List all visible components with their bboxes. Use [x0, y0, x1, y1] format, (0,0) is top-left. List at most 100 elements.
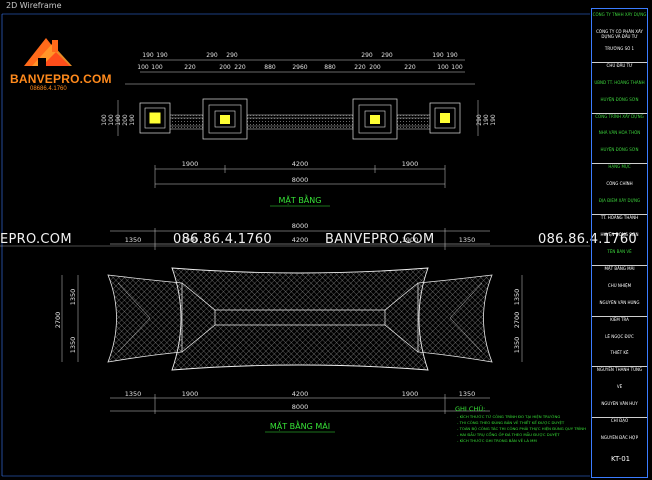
plan-right-dim-2: 190: [490, 114, 497, 126]
roof-left-dim-0: 1350: [69, 289, 77, 306]
title-block-cell: CHỈ ĐẠO: [610, 418, 629, 424]
plan-left-dim-3: 200: [122, 114, 129, 126]
note-line: - KÍCH THƯỚC GHI TRONG BẢN VẼ LÀ MM: [457, 438, 537, 443]
roof-title: MẶT BẰNG MÁI: [270, 419, 330, 432]
plan-top-dim-r1-2: 290: [206, 52, 218, 59]
title-block-cell: CHỦ ĐẦU TƯ: [606, 62, 633, 68]
plan-left-dim-1: 100: [108, 114, 115, 126]
viewport-label[interactable]: 2D Wireframe: [6, 1, 62, 10]
title-block-divider: [592, 112, 647, 114]
roof-bottom-dim-2: 4200: [292, 390, 309, 398]
title-block-cell: HUYỆN ĐÔNG SƠN: [600, 96, 639, 102]
plan-bottom-total: 8000: [292, 176, 309, 184]
title-block-cell: CÔNG TRÌNH XÂY DỰNG: [595, 113, 644, 119]
plan-top-dim-r1-3: 290: [226, 52, 238, 59]
watermark-text: EPRO.COM: [0, 232, 72, 247]
title-block-cell: CHỦ NHIỆM: [607, 282, 632, 288]
roof-right-dim-1: 2700: [513, 312, 521, 329]
title-block-divider: [592, 366, 647, 368]
plan-top-dim-r2-12: 100: [451, 64, 463, 71]
plan-top-dim-r2-11: 100: [437, 64, 449, 71]
title-block-cell: ĐỊA ĐIỂM XÂY DỰNG: [598, 198, 641, 204]
banvepro-logo: [24, 38, 72, 66]
roof-top-dim-0: 1350: [125, 236, 142, 244]
roof-top-dim-2: 4200: [292, 236, 309, 244]
plan-top-dim-r2-5: 880: [264, 64, 276, 71]
title-block-cell: UBND TT. HOÀNG THÀNH: [594, 79, 645, 85]
note-line: - HAI ĐẦU TRỤ CỔNG ỐP ĐÁ THEO MẪU ĐƯỢC D…: [457, 432, 560, 437]
roof-top-dim-1: 1900: [182, 236, 199, 244]
roof-bottom-dim-3: 1900: [402, 390, 419, 398]
watermark-text: 086.86.4.1760: [538, 232, 638, 247]
title-block-cell: HUYỆN ĐÔNG SƠN: [600, 147, 639, 153]
title-block-cell: NHÀ VĂN HÓA THÔN: [598, 130, 641, 136]
note-line: - KÍCH THƯỚC TỪ CÔNG TRÌNH ĐO TẠI HIỆN T…: [457, 414, 561, 419]
plan-right-dim-1: 190: [483, 114, 490, 126]
title-block-cell: HUYỆN ĐÔNG SƠN: [600, 232, 639, 237]
title-block-cell: THIẾT KẾ: [610, 350, 629, 356]
plan-view: [117, 59, 479, 188]
title-block-cell: VẼ: [616, 384, 623, 390]
roof-top-dim-3: 1900: [402, 236, 419, 244]
plan-top-dim-r1-1: 190: [156, 52, 168, 59]
title-block-cell: TÊN BẢN VẼ: [607, 248, 632, 254]
plan-bottom-dim-1: 1900: [182, 160, 199, 168]
roof-bottom-dims: 1350 1900 4200 1900 1350: [125, 390, 476, 398]
roof-bottom-dim-4: 1350: [459, 390, 476, 398]
plan-top-dim-r2-8: 220: [354, 64, 366, 71]
title-block-divider: [592, 264, 647, 266]
title-block-cell: KIỂM TRA: [610, 316, 629, 322]
logo-phone: 08686.4.1760: [30, 86, 67, 92]
logo-name: BANVEPRO.COM: [10, 72, 112, 86]
title-block-divider: [592, 163, 647, 165]
title-block-cell: TRƯỜNG SỐ 1: [604, 45, 635, 51]
roof-view: [61, 228, 523, 414]
roof-right-dim-0: 1350: [513, 289, 521, 306]
roof-bottom-dim-1: 1900: [182, 390, 199, 398]
title-block-cell: HẠNG MỤC: [608, 164, 631, 170]
notes-title: GHI CHÚ:: [455, 405, 486, 413]
plan-top-dim-r2-10: 220: [404, 64, 416, 71]
title-block-cell: TT. HOÀNG THÀNH: [600, 215, 639, 221]
title-block-cell: CỔNG CHÍNH: [606, 181, 633, 187]
title-block-cell: CÔNG TY CỔ PHẦN XÂY DỰNG VÀ ĐẦU TƯ: [596, 28, 643, 39]
title-block-cell: LÊ NGỌC ĐỨC: [605, 333, 634, 339]
roof-left-dim-2: 1350: [69, 337, 77, 354]
plan-left-dim-4: 190: [129, 114, 136, 126]
roof-bottom-dim-0: 1350: [125, 390, 142, 398]
plan-top-dim-r2-3: 200: [219, 64, 231, 71]
plan-top-dim-r1-0: 190: [142, 52, 154, 59]
plan-left-dim-0: 100: [101, 114, 108, 126]
roof-top-dim-4: 1350: [459, 236, 476, 244]
plan-top-dim-r2-6: 2960: [292, 64, 307, 71]
roof-top-dims: 1350 1900 4200 1900 1350: [125, 236, 476, 244]
title-block-divider: [592, 61, 647, 63]
title-block-cell: NGUYỄN VĂN HUY: [601, 401, 638, 407]
plan-top-dim-r2-0: 100: [137, 64, 149, 71]
roof-left-dim-1: 2700: [54, 312, 62, 329]
title-block-cell: MẶT BẰNG MÁI: [604, 265, 635, 271]
plan-top-dim-r1-6: 190: [432, 52, 444, 59]
plan-top-dim-r1-7: 190: [446, 52, 458, 59]
title-block-cell: CÔNG TY TNHH XÂY DỰNG: [592, 12, 647, 17]
watermark-text: 086.86.4.1760: [173, 232, 273, 247]
roof-right-dim-2: 1350: [513, 337, 521, 354]
plan-bottom-dim-2: 4200: [292, 160, 309, 168]
plan-top-dim-r2-9: 200: [369, 64, 381, 71]
title-block-divider: [592, 417, 647, 419]
plan-top-dim-r2-7: 880: [324, 64, 336, 71]
plan-top-dim-r1-5: 290: [381, 52, 393, 59]
title-block-cell: NGUYỄN VĂN HÙNG: [599, 299, 640, 305]
title-block: CÔNG TY TNHH XÂY DỰNG CÔNG TY CỔ PHẦN XÂY…: [591, 8, 648, 478]
plan-top-dim-r2-4: 220: [234, 64, 246, 71]
roof-right-dims: 1350 2700 1350: [513, 289, 521, 354]
roof-bottom-total: 8000: [292, 403, 309, 411]
plan-title: MẶT BẰNG: [279, 193, 322, 206]
title-block-cell: NGUYỄN THANH TÙNG: [596, 367, 643, 373]
